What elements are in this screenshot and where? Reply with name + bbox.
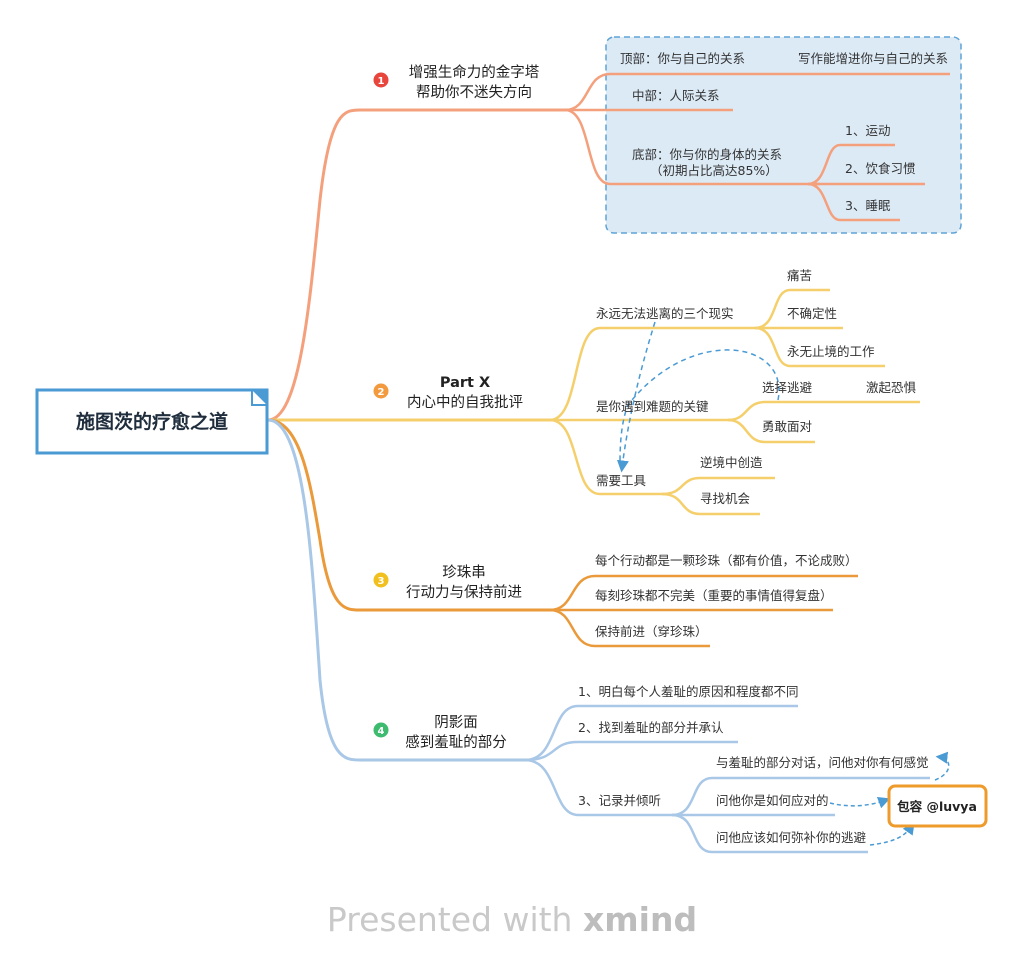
branch-1-badge-number: 1 [378, 76, 385, 87]
branch-2-tool-1[interactable]: 逆境中创造 [700, 455, 763, 470]
branch-1-badge [373, 72, 389, 88]
branch-4-node[interactable]: 4 阴影面 感到羞耻的部分 [373, 714, 507, 751]
branch-2-key-avoid-note[interactable]: 激起恐惧 [866, 380, 917, 395]
branch-1-bottom-link-1 [807, 143, 895, 186]
branch-4-badge [373, 722, 389, 738]
branch-2-node[interactable]: 2 Part X 内心中的自我批评 [373, 375, 524, 411]
branch-3-item-3[interactable]: 保持前进（穿珍珠） [595, 624, 708, 639]
branch-4-item-2[interactable]: 2、找到羞耻的部分并承认 [578, 720, 724, 735]
branch-1-bottom-line-2[interactable]: （初期占比高达85%） [650, 163, 778, 178]
branch-4-badge-number: 4 [378, 726, 385, 737]
watermark-brand: xmind [583, 900, 697, 939]
branch-2-relation-arrow-1 [616, 321, 656, 473]
root-label: 施图茨的疗愈之道 [76, 410, 228, 433]
branch-4-listen-3[interactable]: 问他应该如何弥补你的逃避 [716, 830, 867, 845]
branch-2-relation-arrow-2 [619, 349, 780, 463]
branch-1-node[interactable]: 1 增强生命力的金字塔 帮助你不迷失方向 [373, 63, 540, 101]
branch-2-reality-3[interactable]: 永无止境的工作 [787, 344, 875, 359]
branch-1-bottom-link-3 [807, 182, 900, 222]
branch-2-realities[interactable]: 永远无法逃离的三个现实 [596, 306, 734, 321]
branch-4-link-1 [524, 704, 798, 762]
watermark-prefix: Presented with [327, 900, 583, 939]
branch-2-link-3 [549, 418, 670, 496]
callout-arrow-3 [869, 822, 915, 846]
branch-4-title-line-1: 阴影面 [434, 714, 478, 731]
watermark: Presented with xmind [327, 900, 697, 939]
branch-1-bottom-child-3[interactable]: 3、睡眠 [845, 198, 891, 213]
branch-4-listen-1[interactable]: 与羞耻的部分对话，问他对你有何感觉 [716, 755, 929, 770]
branch-2-badge-number: 2 [378, 387, 385, 398]
branch-3-title-line-1: 珍珠串 [442, 564, 486, 581]
branch-2-r-link-3 [754, 326, 885, 368]
branch-4-title-line-2: 感到羞耻的部分 [405, 734, 507, 751]
branch-3-title-line-2: 行动力与保持前进 [406, 584, 522, 601]
branch-3-connector [267, 418, 555, 612]
branch-3-item-2[interactable]: 每刻珍珠都不完美（重要的事情值得复盘） [595, 588, 833, 603]
branch-3-badge [373, 572, 389, 588]
branch-4-connector [267, 418, 530, 762]
branch-2-badge [373, 383, 389, 399]
branch-1-mid[interactable]: 中部：人际关系 [632, 88, 720, 103]
branch-2-key-face[interactable]: 勇敢面对 [762, 419, 812, 434]
callout-arrow-2 [829, 797, 891, 809]
branch-2-r-link-1 [754, 288, 830, 330]
branch-2-k-link-1 [727, 400, 920, 422]
branch-3-link-1 [549, 574, 858, 612]
branch-3-link-3 [549, 608, 710, 648]
branch-1-title-line-1: 增强生命力的金字塔 [409, 63, 540, 81]
branch-2-k-link-2 [727, 418, 815, 444]
branch-4-item-3[interactable]: 3、记录并倾听 [578, 793, 661, 808]
branch-2-link-1 [549, 326, 765, 422]
branch-1-top[interactable]: 顶部：你与自己的关系 [620, 51, 745, 66]
branch-1-bottom-child-1[interactable]: 1、运动 [845, 123, 890, 138]
branch-2-t-link-2 [661, 492, 760, 516]
branch-1-title-line-2: 帮助你不迷失方向 [416, 84, 532, 101]
branch-4-item-1[interactable]: 1、明白每个人羞耻的原因和程度都不同 [578, 684, 798, 699]
branch-2-key-avoid[interactable]: 选择逃避 [762, 380, 813, 395]
branch-3-badge-number: 3 [378, 576, 385, 587]
callout-label: 包容 @luvya [896, 799, 977, 814]
branch-1-link-top [564, 72, 950, 112]
branch-4-r-link-3 [671, 813, 868, 854]
branch-2-title-line-1: Part X [440, 375, 490, 391]
branch-4-link-3 [524, 758, 680, 817]
branch-1-connector [267, 108, 570, 422]
branch-4-r-link-1 [671, 776, 930, 817]
branch-2-tools[interactable]: 需要工具 [596, 473, 647, 488]
branch-2-reality-1[interactable]: 痛苦 [787, 268, 812, 283]
branch-4-listen-2[interactable]: 问他你是如何应对的 [716, 793, 829, 808]
branch-1-top-note[interactable]: 写作能增进你与自己的关系 [798, 51, 948, 66]
branch-2-reality-2[interactable]: 不确定性 [787, 306, 837, 321]
branch-2-tool-2[interactable]: 寻找机会 [700, 491, 751, 506]
callout-arrow-1 [934, 751, 950, 781]
branch-3-item-1[interactable]: 每个行动都是一颗珍珠（都有价值，不论成败） [595, 553, 858, 568]
branch-2-key[interactable]: 是你遇到难题的关键 [596, 399, 709, 414]
branch-4-link-2 [524, 740, 738, 762]
branch-3-node[interactable]: 3 珍珠串 行动力与保持前进 [373, 564, 523, 601]
callout-node[interactable]: 包容 @luvya [887, 784, 988, 828]
branch-1-bottom-child-2[interactable]: 2、饮食习惯 [845, 161, 915, 176]
branch-1-group-box [605, 36, 962, 234]
root-node[interactable]: 施图茨的疗愈之道 [35, 388, 269, 455]
branch-1-bottom-line-1[interactable]: 底部：你与你的身体的关系 [632, 147, 782, 162]
branch-2-title-line-2: 内心中的自我批评 [407, 394, 523, 411]
branch-1-link-bottom [564, 108, 820, 186]
